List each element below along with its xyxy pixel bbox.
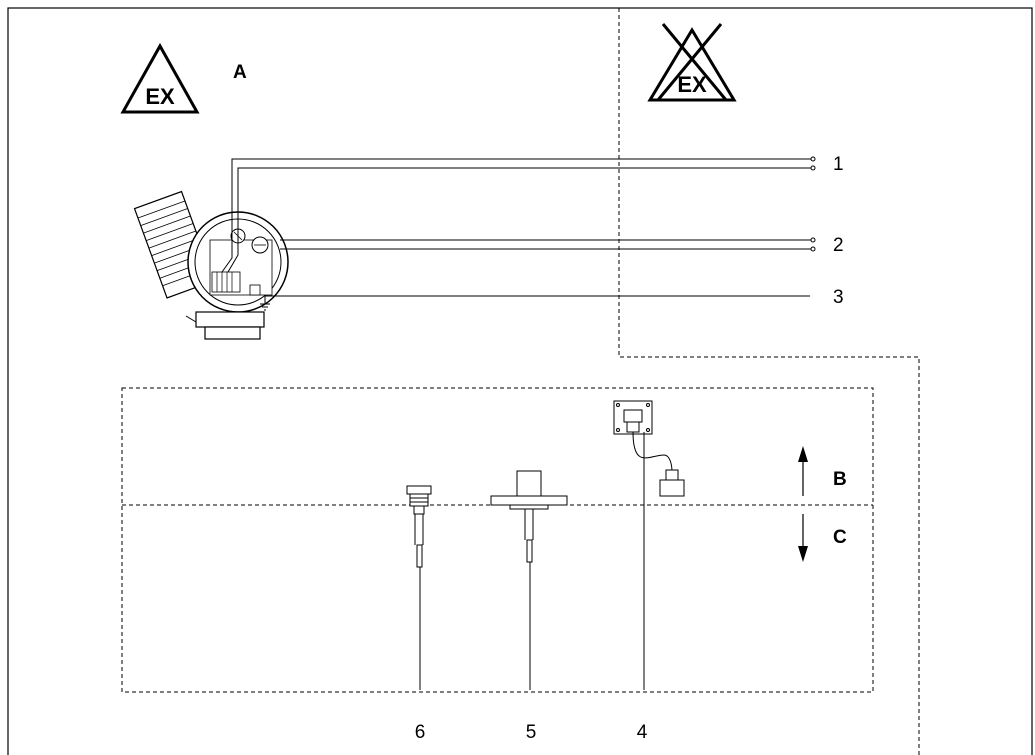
sensor-6 <box>406 485 432 690</box>
callout-1: 1 <box>833 154 844 175</box>
ex-symbol-text: EX <box>145 84 175 109</box>
zone-label-c: C <box>833 527 847 548</box>
outer-frame <box>7 7 1033 755</box>
ex-crossed-icon: EX <box>647 23 737 102</box>
callout-6: 6 <box>415 722 426 743</box>
cable-1 <box>231 156 816 220</box>
zone-label-b: B <box>833 469 847 490</box>
ex-crossed-text: EX <box>677 72 707 97</box>
process-area-box <box>121 387 874 693</box>
callout-5: 5 <box>526 722 537 743</box>
sensor-4 <box>613 400 685 690</box>
ground-icon <box>260 296 270 311</box>
area-boundary <box>618 8 920 755</box>
arrow-up-icon <box>798 446 808 496</box>
zone-label-a: A <box>233 62 247 83</box>
callout-3: 3 <box>833 287 844 308</box>
ex-warning-icon: EX <box>120 42 200 114</box>
cable-2 <box>280 237 816 252</box>
callout-4: 4 <box>637 722 648 743</box>
callout-2: 2 <box>833 235 844 256</box>
transmitter-housing <box>133 190 289 340</box>
arrow-down-icon <box>798 514 808 562</box>
sensor-5 <box>490 470 568 690</box>
